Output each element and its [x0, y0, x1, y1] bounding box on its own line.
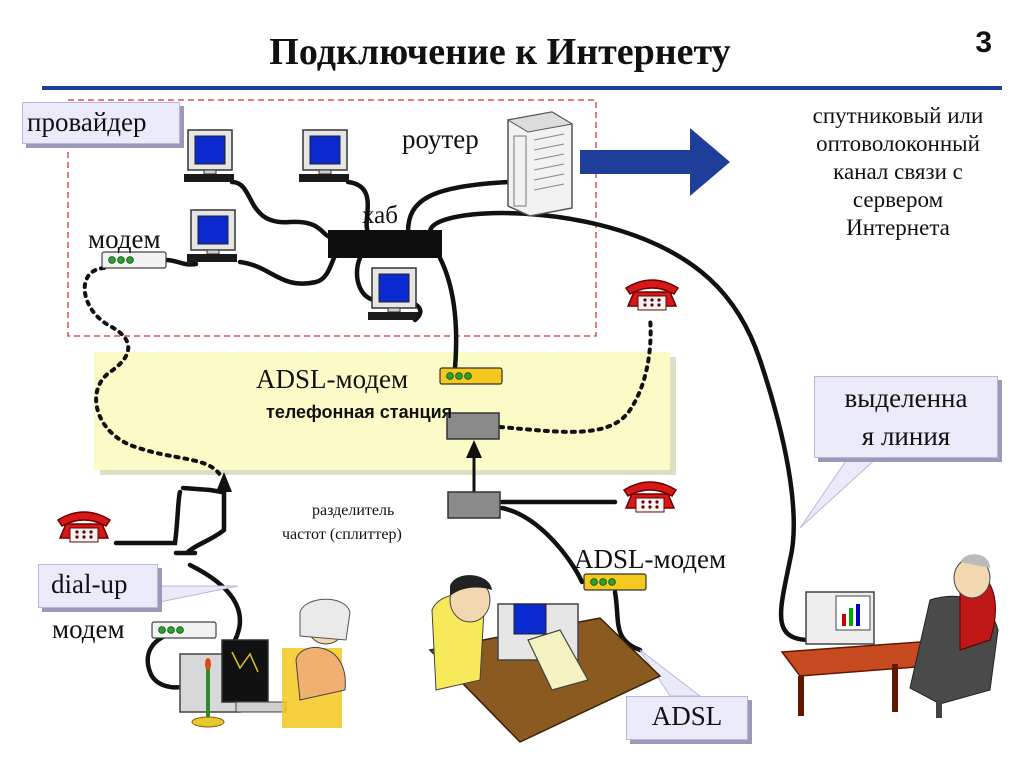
computer-icon — [186, 209, 238, 263]
leased-line-label-line2: я линия — [861, 421, 951, 451]
router-label: роутер — [402, 124, 479, 154]
telephone-icon — [623, 481, 677, 513]
station-splitter — [446, 412, 500, 440]
splitter-label-line2: частот (сплиттер) — [282, 526, 402, 543]
station-adsl-modem-icon — [439, 367, 503, 385]
client-adsl-modem-label: ADSL-модем — [574, 544, 727, 574]
dialup-user-scene — [179, 598, 351, 728]
dialup-modem-icon — [151, 621, 217, 639]
dialup-label-line1: dial-up — [51, 569, 128, 599]
computer-icon — [298, 129, 350, 183]
satellite-text-line: сервером — [852, 187, 944, 212]
router-device — [506, 111, 574, 217]
title-underline — [42, 86, 1002, 90]
leased-line-label-line1: выделенна — [844, 383, 968, 413]
telephone-icon — [57, 511, 111, 543]
station-adsl-modem-label: ADSL-модем — [256, 364, 409, 394]
dialup-label-box: dial-up — [38, 564, 158, 608]
computer-icon — [183, 129, 235, 183]
hub — [328, 230, 442, 258]
leased-callout-pointer — [799, 454, 882, 529]
provider-modem-label: модем — [88, 224, 161, 254]
satellite-channel-text: спутниковый или оптоволоконный канал свя… — [780, 102, 1016, 242]
satellite-text-line: оптоволоконный — [816, 131, 980, 156]
phone-station-label: телефонная станция — [266, 402, 453, 422]
client-splitter — [447, 491, 501, 519]
adsl-label: ADSL — [651, 701, 723, 731]
hub-label: хаб — [362, 202, 398, 229]
client-adsl-modem-icon — [583, 573, 647, 591]
internet-arrow — [580, 128, 730, 196]
dialup-label-line2: модем — [52, 614, 125, 644]
provider-label-box: провайдер — [22, 102, 180, 144]
leased-user-scene — [780, 554, 999, 718]
page-title: Подключение к Интернету — [269, 31, 731, 73]
dialup-callout-pointer — [149, 585, 239, 605]
satellite-text-line: канал связи с — [833, 159, 963, 184]
phone-lines — [82, 266, 653, 480]
adsl-label-box: ADSL — [626, 696, 748, 740]
splitter-label-line1: разделитель — [312, 502, 395, 519]
telephone-icon — [625, 279, 679, 311]
adsl-user-scene — [428, 575, 662, 743]
satellite-text-line: спутниковый или — [812, 103, 984, 128]
leased-line-label-box: выделенна я линия — [814, 376, 998, 458]
satellite-text-line: Интернета — [846, 215, 950, 240]
slide-number: 3 — [975, 26, 992, 59]
computer-icon — [367, 267, 419, 321]
provider-label: провайдер — [27, 107, 147, 137]
provider-region — [67, 99, 597, 337]
uplink-arrows — [216, 440, 482, 494]
